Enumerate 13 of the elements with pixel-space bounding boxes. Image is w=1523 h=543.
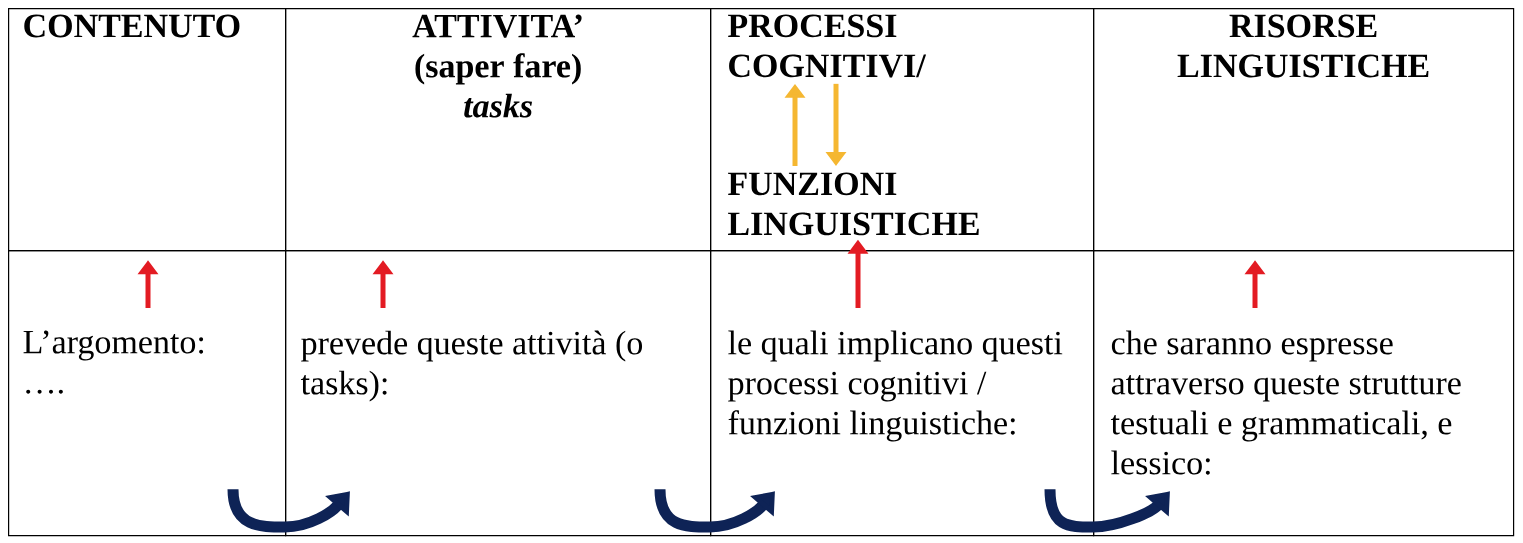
header-cell <box>710 8 1095 252</box>
arrow <box>1044 488 1170 533</box>
table-cell: che saranno espresse attraverso queste strutture testuali e grammaticali, e lessico: <box>1093 250 1515 537</box>
header-cell: RISORSE LINGUISTICHE <box>1093 8 1515 252</box>
table-cell: le quali implicano questi processi cognitivi / funzioni linguistiche: <box>710 250 1095 537</box>
table-cell: L’argomento: …. <box>8 250 287 537</box>
arrow <box>654 488 775 533</box>
header-cell: ATTIVITA’ (saper fare) tasks <box>285 8 712 252</box>
header-text: FUNZIONI LINGUISTICHE <box>728 172 979 236</box>
header-text: PROCESSI COGNITIVI/ <box>728 14 927 78</box>
header-cell: CONTENUTO <box>8 8 287 252</box>
table-cell: prevede queste attività (o tasks): <box>285 250 712 537</box>
arrow <box>227 488 350 533</box>
